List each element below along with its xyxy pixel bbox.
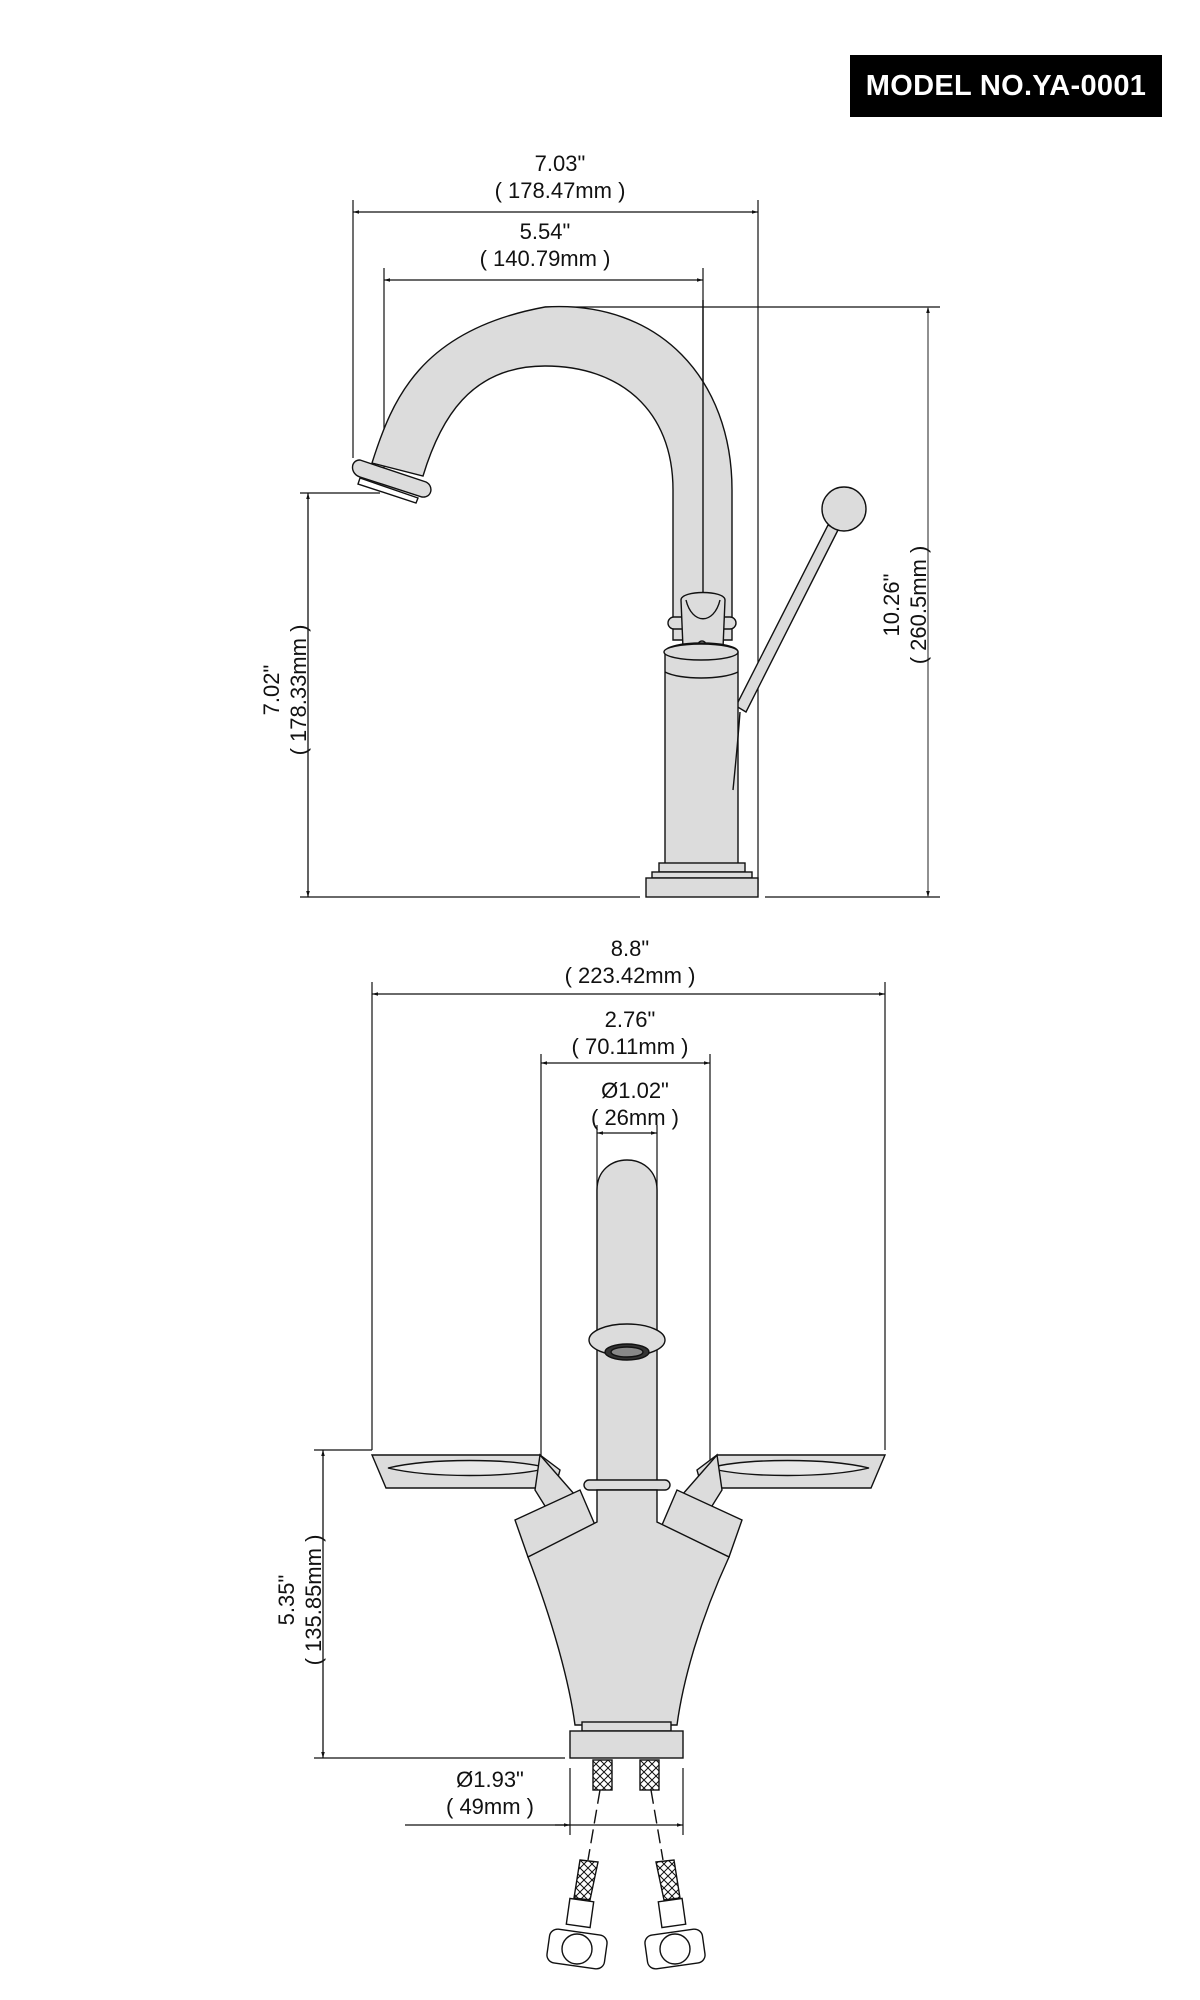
faucet-base-front	[569, 1721, 684, 1759]
base-diameter-label: Ø1.93" ( 49mm )	[446, 1767, 534, 1819]
overall-reach-label: 7.03" ( 178.47mm )	[494, 151, 626, 203]
overall-height-label: 10.26" ( 260.5mm )	[879, 545, 931, 665]
spout-tip	[351, 459, 432, 504]
handle-spacing-label: 2.76" ( 70.11mm )	[571, 1007, 689, 1059]
gooseneck-spout	[371, 305, 733, 641]
left-handle	[370, 1453, 596, 1558]
side-extension-lines	[300, 200, 940, 898]
valve-knob	[680, 591, 726, 650]
model-number-label: MODEL NO.YA-0001	[865, 69, 1147, 102]
side-dimension-lines	[306, 210, 930, 897]
spout-diameter-label: Ø1.02" ( 26mm )	[591, 1078, 679, 1130]
lever-handle	[735, 486, 867, 713]
spout-height-label: 7.02" ( 178.33mm )	[259, 624, 311, 756]
spout-reach-label: 5.54" ( 140.79mm )	[479, 219, 611, 271]
faucet-base-side	[645, 862, 759, 898]
supply-hoses	[546, 1759, 706, 1970]
handle-height-label: 5.35" ( 135.85mm )	[274, 1534, 326, 1666]
overall-width-label: 8.8" ( 223.42mm )	[564, 936, 696, 988]
front-dimension-lines	[321, 992, 885, 1827]
side-view	[300, 200, 940, 898]
right-handle	[661, 1453, 887, 1558]
model-number-badge: MODEL NO.YA-0001	[850, 55, 1162, 117]
front-view	[314, 982, 887, 1970]
faucet-body-front	[527, 1489, 730, 1726]
faucet-body-side	[663, 642, 741, 871]
spout-front	[583, 1159, 671, 1491]
